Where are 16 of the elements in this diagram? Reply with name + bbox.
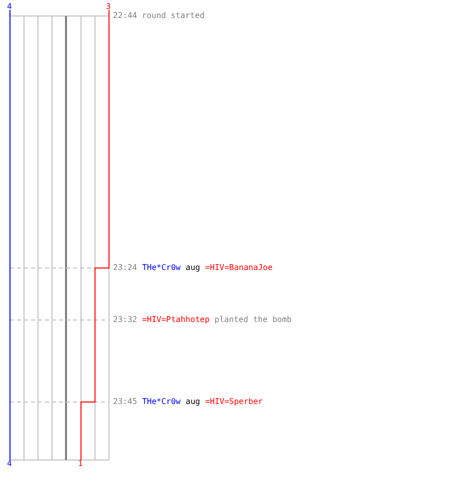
player-name: =HIV=BananaJoe — [205, 263, 273, 273]
event-text: planted the bomb — [214, 315, 292, 325]
weapon-name: aug — [186, 263, 200, 273]
count-number: 1 — [78, 459, 83, 469]
weapon-name: aug — [186, 397, 200, 407]
event-text: 22:44 round started — [113, 11, 205, 21]
count-number: 4 — [7, 2, 12, 12]
count-number: 4 — [7, 459, 12, 469]
player-name: =HIV=Sperber — [205, 397, 263, 407]
count-number: 3 — [106, 2, 111, 12]
player-name: THe*Cr0w — [142, 263, 181, 273]
player-name: =HIV=Ptahhotep — [142, 315, 210, 325]
timestamp: 23:32 — [113, 315, 138, 325]
timestamp: 23:45 — [113, 397, 138, 407]
timestamp: 23:24 — [113, 263, 138, 273]
player-name: THe*Cr0w — [142, 397, 181, 407]
